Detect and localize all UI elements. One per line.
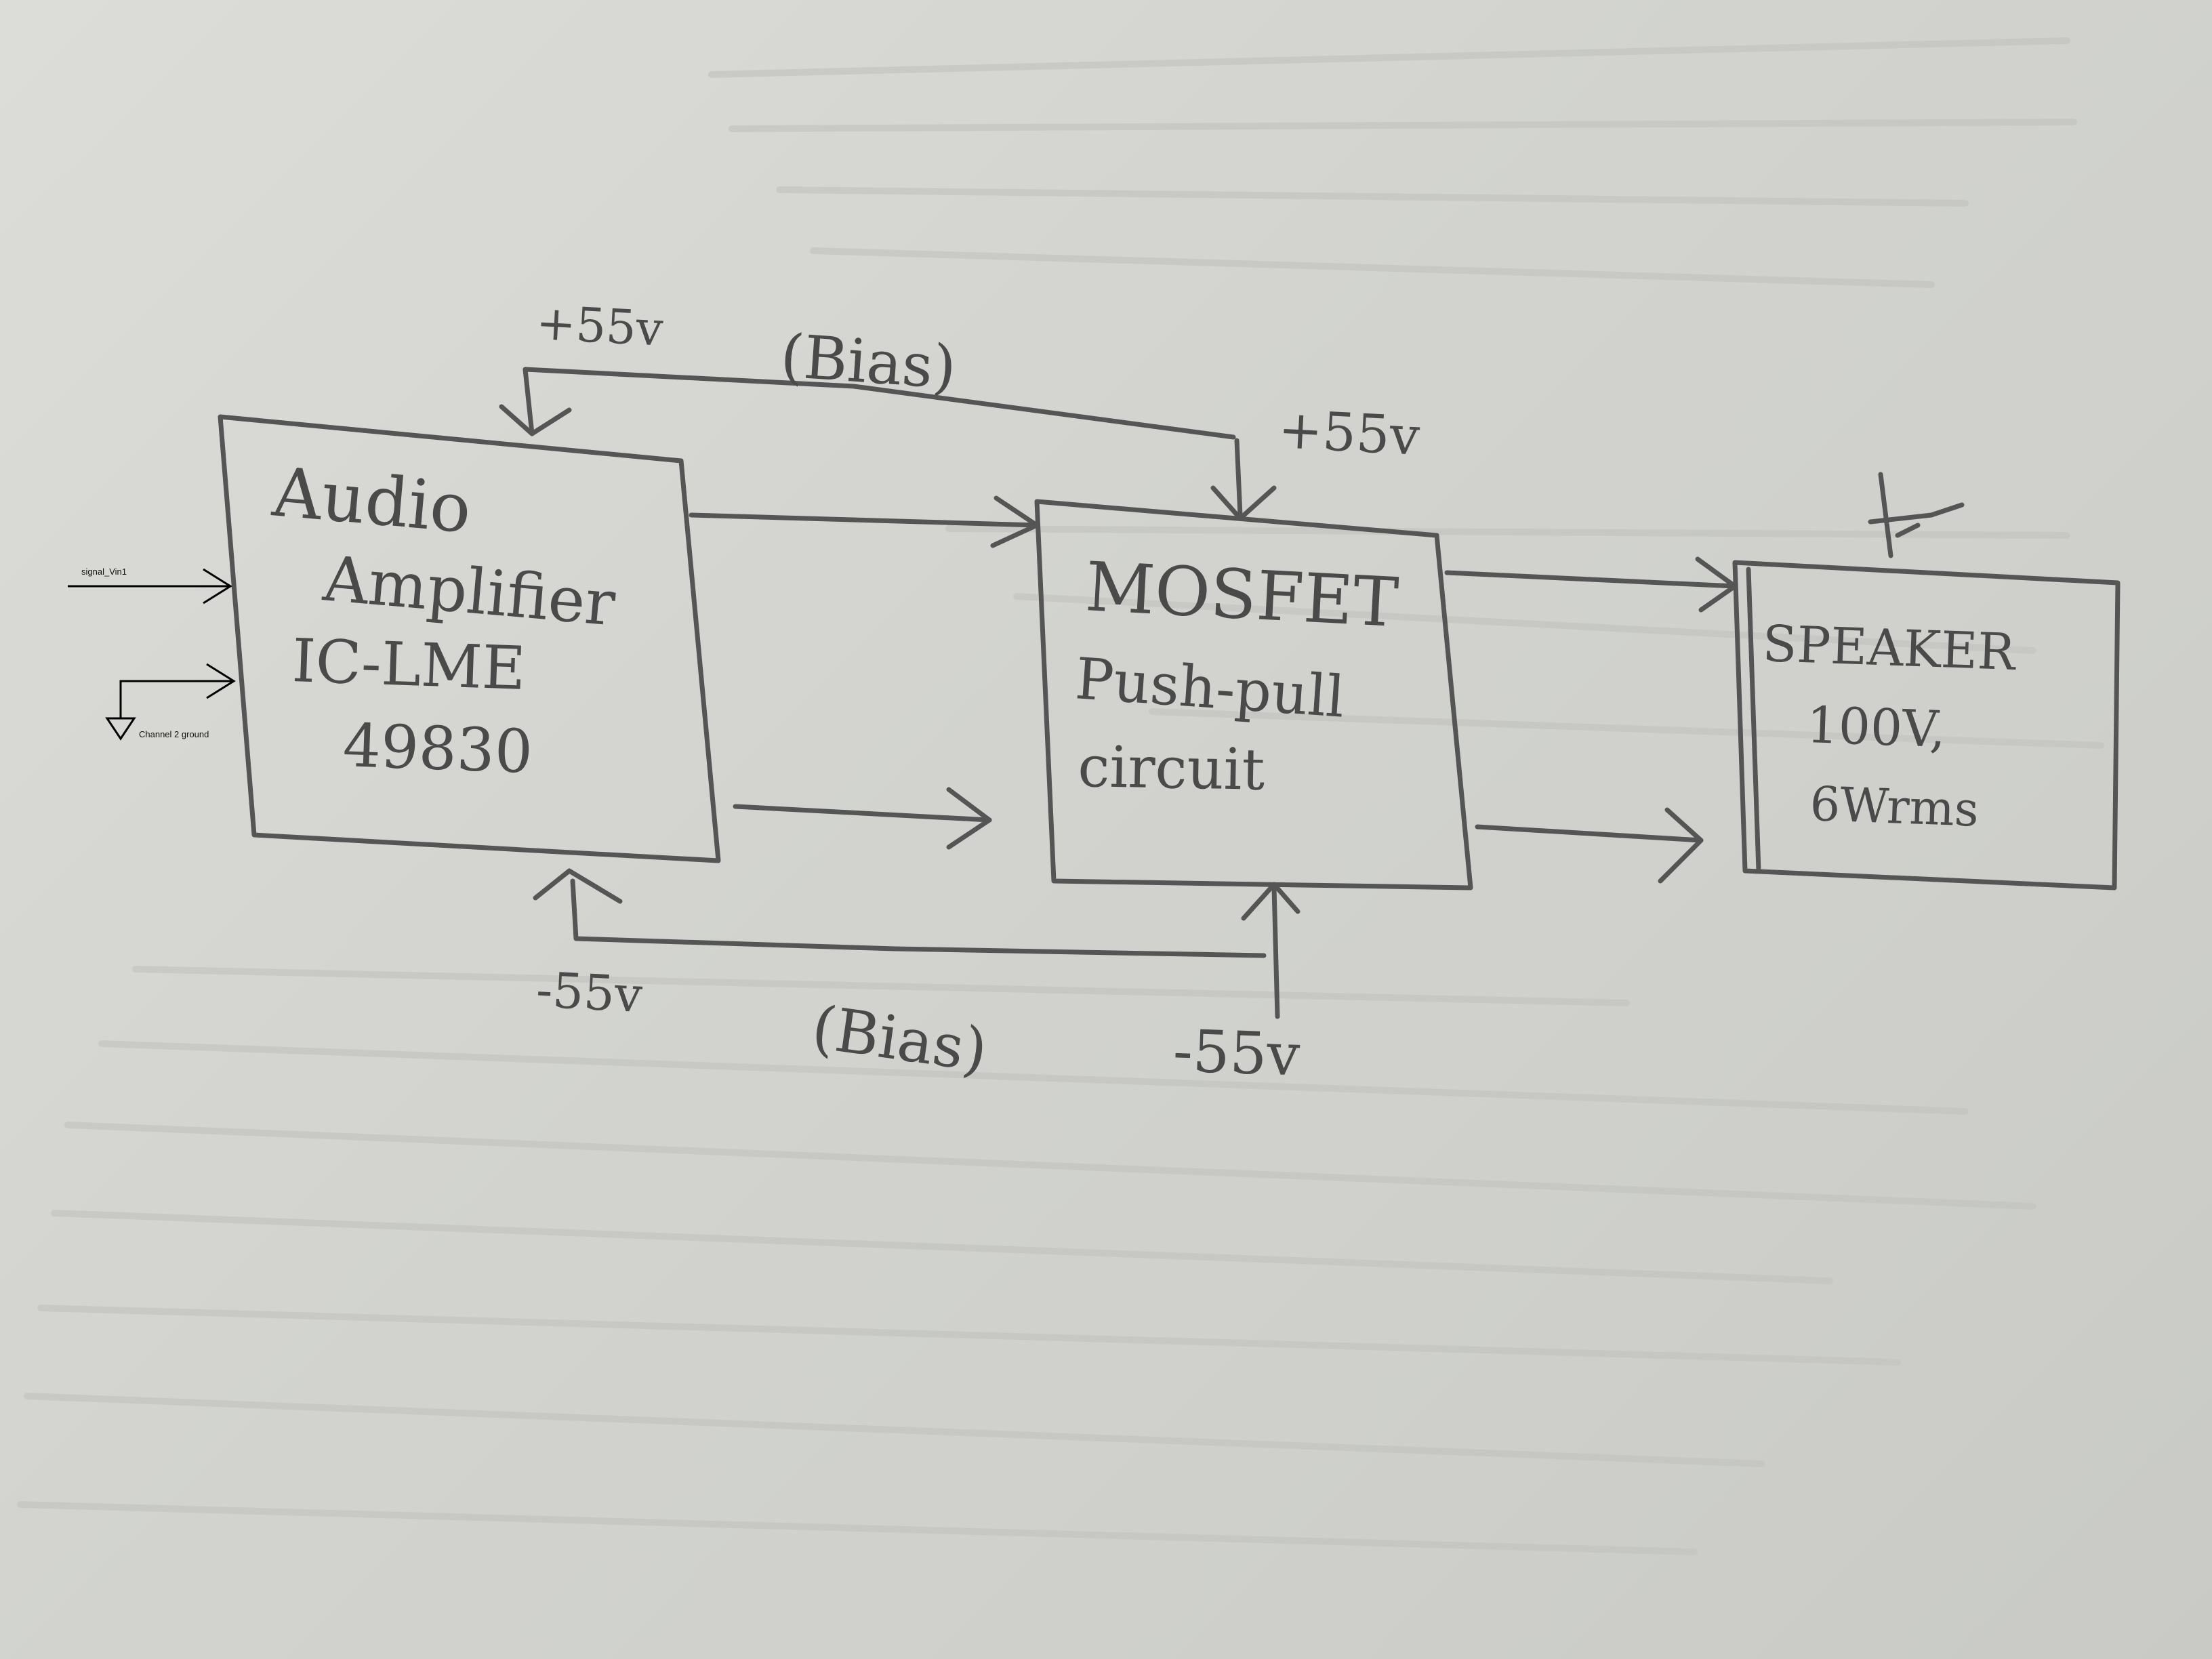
- paper-bleed-through: [17, 37, 2104, 1555]
- signal-input-arrowhead: [203, 568, 232, 605]
- amp-to-mosfet-upper-arrowhead: [990, 495, 1040, 548]
- amplifier-label-line-2: Amplifier: [320, 542, 618, 640]
- mosfet-label-line-3: circuit: [1078, 733, 1266, 803]
- mosfet-negative-arrowhead: [1241, 882, 1300, 921]
- signal-arrows: [689, 495, 1738, 884]
- signal-input-label: signal_Vin1: [81, 567, 127, 577]
- mosfet-block: MOSFET Push-pull circuit: [1034, 499, 1473, 890]
- mosfet-positive-label: +55v: [1277, 399, 1421, 468]
- ground-arrowhead: [206, 663, 236, 699]
- amplifier-label-line-4: 49830: [342, 710, 533, 787]
- ground-symbol-icon: [105, 717, 136, 741]
- mosfet-negative-wire: [1271, 885, 1280, 1019]
- mosfet-to-speaker-lower-arrow: [1475, 824, 1704, 843]
- speaker-label-line-2: 100V,: [1805, 696, 1946, 759]
- speaker-box: [1732, 560, 2121, 890]
- amplifier-label-line-3: IC-LME: [291, 626, 527, 703]
- mosfet-positive-wire: [1234, 438, 1243, 518]
- amp-to-mosfet-lower-arrowhead: [946, 787, 992, 850]
- bottom-bias-wire: [570, 878, 1267, 958]
- amp-positive-label: +55v: [535, 295, 665, 357]
- mosfet-negative-label: -55v: [1172, 1017, 1301, 1089]
- mosfet-to-speaker-upper-arrow: [1444, 570, 1738, 589]
- amplifier-label-line-1: Audio: [269, 452, 474, 548]
- mosfet-positive-arrowhead: [1210, 485, 1277, 521]
- speaker-label-line-3: 6Wrms: [1809, 776, 1980, 838]
- amp-to-mosfet-lower-arrow: [733, 804, 992, 823]
- ground-wire: [119, 680, 234, 718]
- speaker-block: SPEAKER 100V, 6Wrms: [1732, 472, 2121, 890]
- amp-positive-arrow: [499, 404, 572, 436]
- speaker-label-line-1: SPEAKER: [1761, 615, 2018, 682]
- amp-to-mosfet-upper-arrow: [689, 512, 1040, 528]
- speaker-scribble: [1868, 472, 1965, 558]
- top-bias-wire: [523, 367, 1236, 440]
- amp-negative-label: -55v: [535, 961, 644, 1023]
- amp-negative-arrowhead: [533, 868, 623, 904]
- amplifier-block: Audio Amplifier IC-LME 49830: [218, 414, 721, 863]
- top-bias-rail: +55v +55v (Bias): [499, 295, 1421, 521]
- digital-inputs: signal_Vin1 Channel 2 ground: [68, 567, 236, 741]
- mosfet-box: [1034, 499, 1473, 890]
- mosfet-label-line-2: Push-pull: [1073, 645, 1347, 731]
- ground-label: Channel 2 ground: [139, 729, 209, 739]
- amplifier-box: [218, 414, 721, 863]
- mosfet-to-speaker-lower-arrowhead: [1658, 807, 1704, 884]
- speaker-box-inner-edge: [1746, 567, 1761, 874]
- mosfet-label-line-1: MOSFET: [1084, 547, 1400, 642]
- top-bias-label: (Bias): [779, 321, 959, 403]
- mosfet-to-speaker-upper-arrowhead: [1695, 556, 1738, 613]
